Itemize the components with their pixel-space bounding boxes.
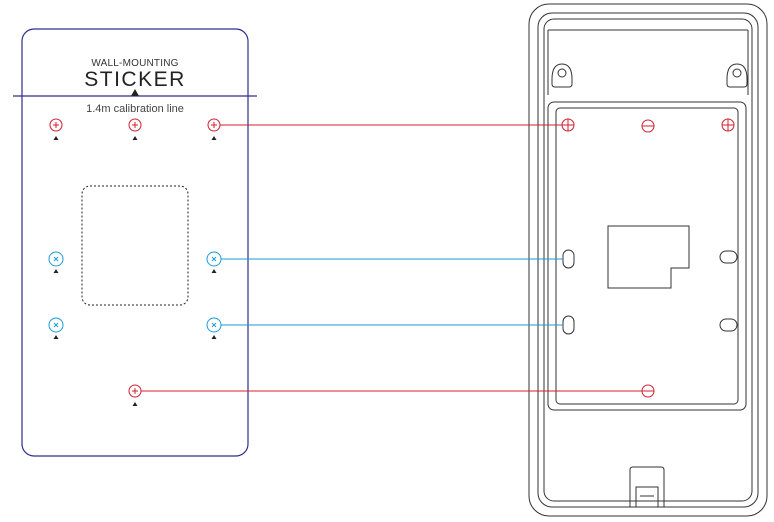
triangle-up-icon [53, 269, 59, 273]
triangle-up-icon [53, 335, 59, 339]
sticker-hole-blue-upper-right [206, 251, 222, 273]
triangle-up-icon [132, 402, 138, 406]
circle-plus-icon [49, 118, 63, 132]
sticker-title: STICKER [84, 68, 186, 91]
device-hole-red-top-left [561, 118, 575, 132]
device-bottom-tab [629, 466, 665, 507]
keyhole-left-icon [551, 63, 573, 88]
triangle-up-icon [132, 136, 138, 140]
sticker-hole-red-top-left [49, 118, 63, 140]
oval-slot-icon [562, 315, 575, 335]
device-inner-rim [543, 18, 753, 502]
device-hole-red-top-right [721, 118, 735, 132]
device-top-rim [547, 29, 749, 95]
sticker-hole-blue-lower-right [206, 317, 222, 339]
triangle-up-icon [211, 335, 217, 339]
sticker-hole-blue-upper-left [48, 251, 64, 273]
device-bottom-tab-inner [635, 486, 659, 507]
sticker-hole-red-top-center [128, 118, 142, 140]
sticker-hole-blue-lower-left [48, 317, 64, 339]
device-hole-red-bottom [641, 384, 655, 398]
keyhole-right-icon [726, 63, 748, 88]
triangle-up-icon [211, 269, 217, 273]
sticker-hole-red-bottom [128, 384, 142, 406]
mounting-plate-inner [555, 107, 739, 405]
center-cutout-area [81, 185, 189, 306]
device-outer-shell [528, 3, 768, 517]
device-inner-shell [537, 12, 759, 508]
mounting-plate-outer [547, 101, 747, 411]
sticker-hole-red-top-right [207, 118, 221, 140]
sticker-subtitle: WALL-MOUNTING [91, 58, 179, 69]
sticker-outline [21, 28, 249, 457]
connector-lines [141, 124, 642, 392]
device-hole-red-top-center [641, 119, 655, 133]
calibration-pointer-icon [131, 89, 139, 96]
oval-slot-icon [719, 318, 738, 332]
oval-slot-icon [562, 249, 575, 269]
triangle-up-icon [211, 136, 217, 140]
circle-plus-icon [128, 118, 142, 132]
circle-x-icon [48, 317, 64, 333]
calibration-line-label: 1.4m calibration line [86, 103, 184, 115]
circle-x-icon [48, 251, 64, 267]
device-back-plate [528, 3, 768, 517]
center-opening [607, 225, 690, 289]
wall-mounting-sticker [13, 28, 257, 457]
oval-slot-icon [719, 250, 738, 264]
triangle-up-icon [53, 136, 59, 140]
